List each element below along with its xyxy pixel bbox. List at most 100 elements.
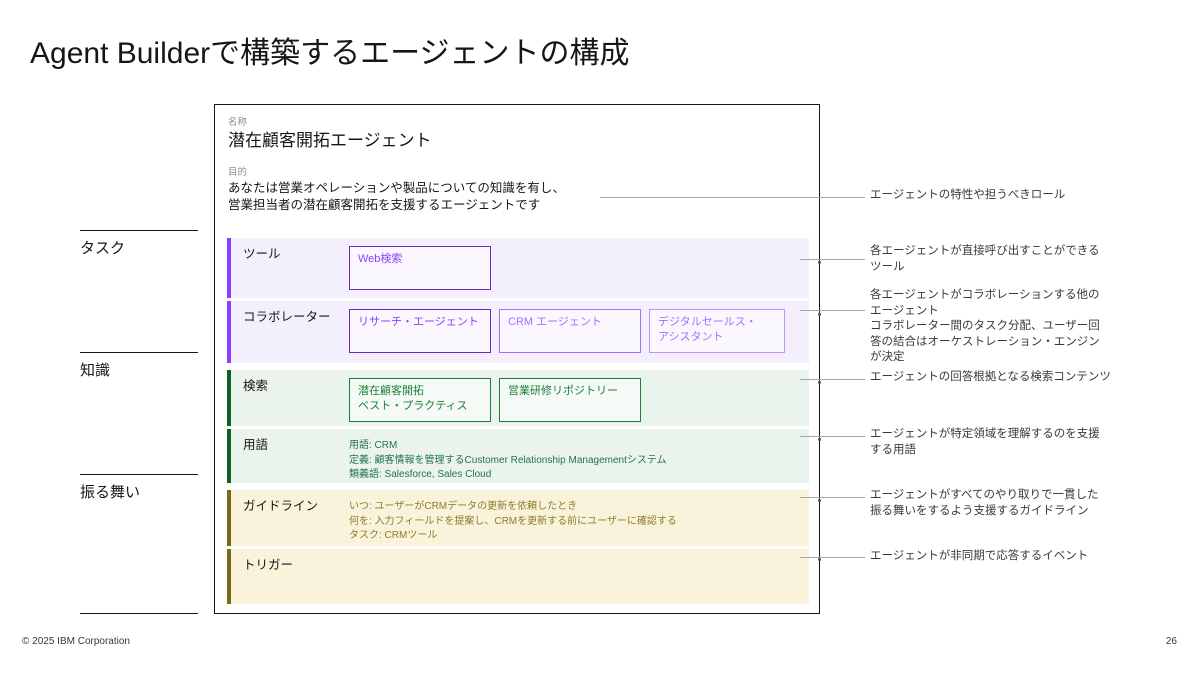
category-divider [80, 474, 198, 475]
connector-dot [818, 261, 821, 264]
row-terminology[interactable]: 用語 用語: CRM 定義: 顧客情報を管理するCustomer Relatio… [227, 429, 821, 483]
leader-line-collaborators [800, 310, 865, 311]
text-line: いつ: ユーザーがCRMデータの更新を依頼したとき [349, 501, 578, 512]
purpose-group: 目的 あなたは営業オペレーションや製品についての知識を有し、 営業担当者の潜在顧… [228, 166, 809, 214]
row-accent-bar [227, 301, 231, 363]
annotation-line: 答の結合はオーケストレーション・エンジン [870, 335, 1100, 348]
annotation-line: ツール [870, 260, 905, 273]
row-trigger[interactable]: トリガー [227, 549, 821, 604]
name-field-label: 名称 [228, 117, 248, 128]
row-content: 用語: CRM 定義: 顧客情報を管理するCustomer Relationsh… [349, 437, 809, 483]
leader-line-search [800, 379, 865, 380]
chip-line: 潜在顧客開拓 [358, 385, 424, 397]
annotation-line: エージェントが非同期で応答するイベント [870, 550, 1089, 562]
annotation-purpose: エージェントの特性や担うべきロール [870, 188, 1065, 204]
text-line: 類義語: Salesforce, Sales Cloud [349, 469, 492, 480]
category-task: タスク [80, 230, 198, 258]
row-collaborators[interactable]: コラボレーター リサーチ・エージェント CRM エージェント デジタルセールス・… [227, 301, 821, 363]
row-label: トリガー [243, 558, 294, 572]
row-content: Web検索 [349, 246, 809, 290]
collaborator-chip[interactable]: CRM エージェント [499, 309, 641, 353]
chip-line: アシスタント [658, 331, 724, 343]
terminology-text: 用語: CRM 定義: 顧客情報を管理するCustomer Relationsh… [349, 437, 667, 483]
agent-configuration-card: 名称 潜在顧客開拓エージェント 目的 あなたは営業オペレーションや製品についての… [214, 104, 821, 614]
row-accent-bar [227, 429, 231, 483]
purpose-text-line: あなたは営業オペレーションや製品についての知識を有し、 [228, 181, 565, 195]
row-search[interactable]: 検索 潜在顧客開拓 ベスト・プラクティス 営業研修リポジトリー [227, 370, 821, 426]
category-divider [80, 230, 198, 231]
row-content: いつ: ユーザーがCRMデータの更新を依頼したとき 何を: 入力フィールドを提案… [349, 498, 809, 544]
annotation-line: 各エージェントがコラボレーションする他の [870, 289, 1100, 301]
purpose-field-label: 目的 [228, 167, 248, 178]
row-label: コラボレーター [243, 310, 331, 324]
page-title: Agent Builderで構築するエージェントの構成 [30, 37, 630, 70]
guideline-text: いつ: ユーザーがCRMデータの更新を依頼したとき 何を: 入力フィールドを提案… [349, 498, 677, 544]
annotation-guideline: エージェントがすべてのやり取りで一貫した 振る舞いをするよう支援するガイドライン [870, 488, 1099, 519]
annotation-terminology: エージェントが特定領域を理解するのを支援 する用語 [870, 427, 1100, 458]
category-divider [80, 352, 198, 353]
row-content: 潜在顧客開拓 ベスト・プラクティス 営業研修リポジトリー [349, 378, 809, 422]
connector-dot [818, 381, 821, 384]
chip-line: リサーチ・エージェント [358, 316, 479, 328]
chip-line: ベスト・プラクティス [358, 400, 468, 412]
category-label: 知識 [80, 362, 111, 379]
category-label: 振る舞い [80, 484, 141, 501]
row-label: ツール [243, 247, 281, 261]
agent-name-value: 潜在顧客開拓エージェント [228, 131, 432, 150]
connector-dot [818, 313, 821, 316]
category-divider-bottom [80, 613, 198, 614]
chip-line: デジタルセールス・ [658, 316, 757, 328]
chip-line: CRM エージェント [508, 316, 602, 328]
row-content: リサーチ・エージェント CRM エージェント デジタルセールス・ アシスタント [349, 309, 809, 353]
annotation-search: エージェントの回答根拠となる検索コンテンツ [870, 370, 1111, 386]
text-line: 用語: CRM [349, 440, 398, 451]
text-line: 何を: 入力フィールドを提案し、CRMを更新する前にユーザーに確認する [349, 515, 677, 527]
tool-chip[interactable]: Web検索 [349, 246, 491, 290]
collaborator-chip[interactable]: デジタルセールス・ アシスタント [649, 309, 785, 353]
leader-line-guideline [800, 497, 865, 498]
connector-dot [818, 438, 821, 441]
annotation-line: コラボレーター間のタスク分配、ユーザー回 [870, 320, 1100, 332]
category-label: タスク [80, 240, 126, 257]
category-behavior: 振る舞い [80, 474, 198, 502]
annotation-line: 各エージェントが直接呼び出すことができる [870, 245, 1100, 257]
annotation-collaborators: 各エージェントがコラボレーションする他の エージェント コラボレーター間のタスク… [870, 288, 1100, 366]
card-header: 名称 潜在顧客開拓エージェント 目的 あなたは営業オペレーションや製品についての… [228, 116, 809, 214]
knowledge-chip[interactable]: 営業研修リポジトリー [499, 378, 641, 422]
annotation-line: する用語 [870, 443, 916, 456]
annotation-line: エージェントの特性や担うべきロール [870, 189, 1066, 201]
category-knowledge: 知識 [80, 352, 198, 380]
row-label: 検索 [243, 379, 269, 393]
annotation-line: エージェント [870, 304, 939, 317]
row-accent-bar [227, 370, 231, 426]
footer-copyright: © 2025 IBM Corporation [22, 636, 130, 647]
row-tools[interactable]: ツール Web検索 [227, 238, 821, 298]
chip-line: Web検索 [358, 253, 403, 265]
row-accent-bar [227, 238, 231, 298]
row-guideline[interactable]: ガイドライン いつ: ユーザーがCRMデータの更新を依頼したとき 何を: 入力フ… [227, 490, 821, 546]
leader-line-terminology [800, 436, 865, 437]
row-accent-bar [227, 490, 231, 546]
knowledge-chip[interactable]: 潜在顧客開拓 ベスト・プラクティス [349, 378, 491, 422]
text-line: 定義: 顧客情報を管理するCustomer Relationship Manag… [349, 454, 667, 466]
leader-line-tools [800, 259, 865, 260]
row-label: 用語 [243, 438, 269, 452]
footer-page-number: 26 [1165, 636, 1177, 647]
annotation-trigger: エージェントが非同期で応答するイベント [870, 549, 1088, 565]
text-line: タスク: CRMツール [349, 530, 438, 541]
row-accent-bar [227, 549, 231, 604]
purpose-text-line: 営業担当者の潜在顧客開拓を支援するエージェントです [228, 198, 541, 212]
annotation-line: 振る舞いをするよう支援するガイドライン [870, 504, 1089, 517]
collaborator-chip[interactable]: リサーチ・エージェント [349, 309, 491, 353]
connector-dot [818, 558, 821, 561]
annotation-line: エージェントが特定領域を理解するのを支援 [870, 428, 1100, 440]
leader-line-purpose [600, 197, 865, 198]
chip-line: 営業研修リポジトリー [508, 385, 618, 397]
annotation-line: が決定 [870, 351, 905, 363]
connector-dot [818, 499, 821, 502]
annotation-tools: 各エージェントが直接呼び出すことができる ツール [870, 244, 1100, 275]
annotation-line: エージェントがすべてのやり取りで一貫した [870, 489, 1099, 501]
row-label: ガイドライン [243, 499, 319, 513]
leader-line-trigger [800, 557, 865, 558]
annotation-line: エージェントの回答根拠となる検索コンテンツ [870, 371, 1111, 383]
